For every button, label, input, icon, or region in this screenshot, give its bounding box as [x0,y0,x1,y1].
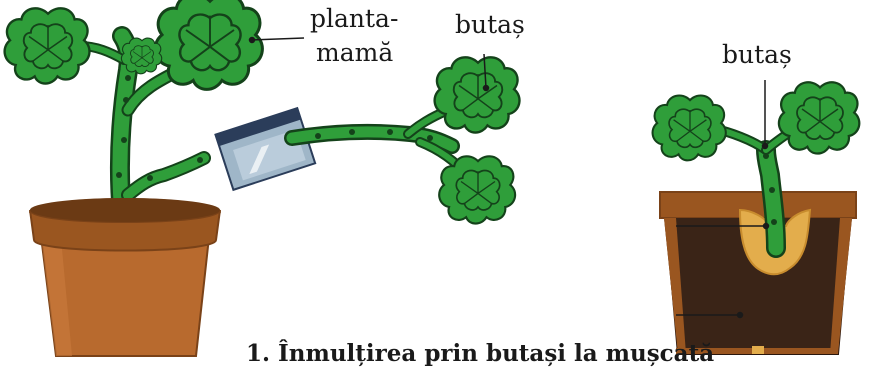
label-mother-plant-line2: mamă [316,38,393,68]
left-pot [29,198,221,356]
knife [215,108,315,190]
cutting-leaf [435,57,520,132]
figure-caption: 1. Înmulțirea prin butași la mușcată [246,340,714,367]
mother-plant-leaf [5,8,90,83]
mother-plant-leaf [121,38,161,74]
label-cutting-right: butaș [722,40,792,70]
label-mother-plant-line1: planta- [310,4,398,34]
label-cutting-left: butaș [455,10,525,40]
cutting-leaf [439,156,515,223]
mother-plant-leaf [155,0,262,89]
rooted-cutting-leaf [653,95,726,160]
rooted-cutting-leaf [779,82,859,153]
mother-plant [5,0,263,215]
right-pot [660,192,856,354]
